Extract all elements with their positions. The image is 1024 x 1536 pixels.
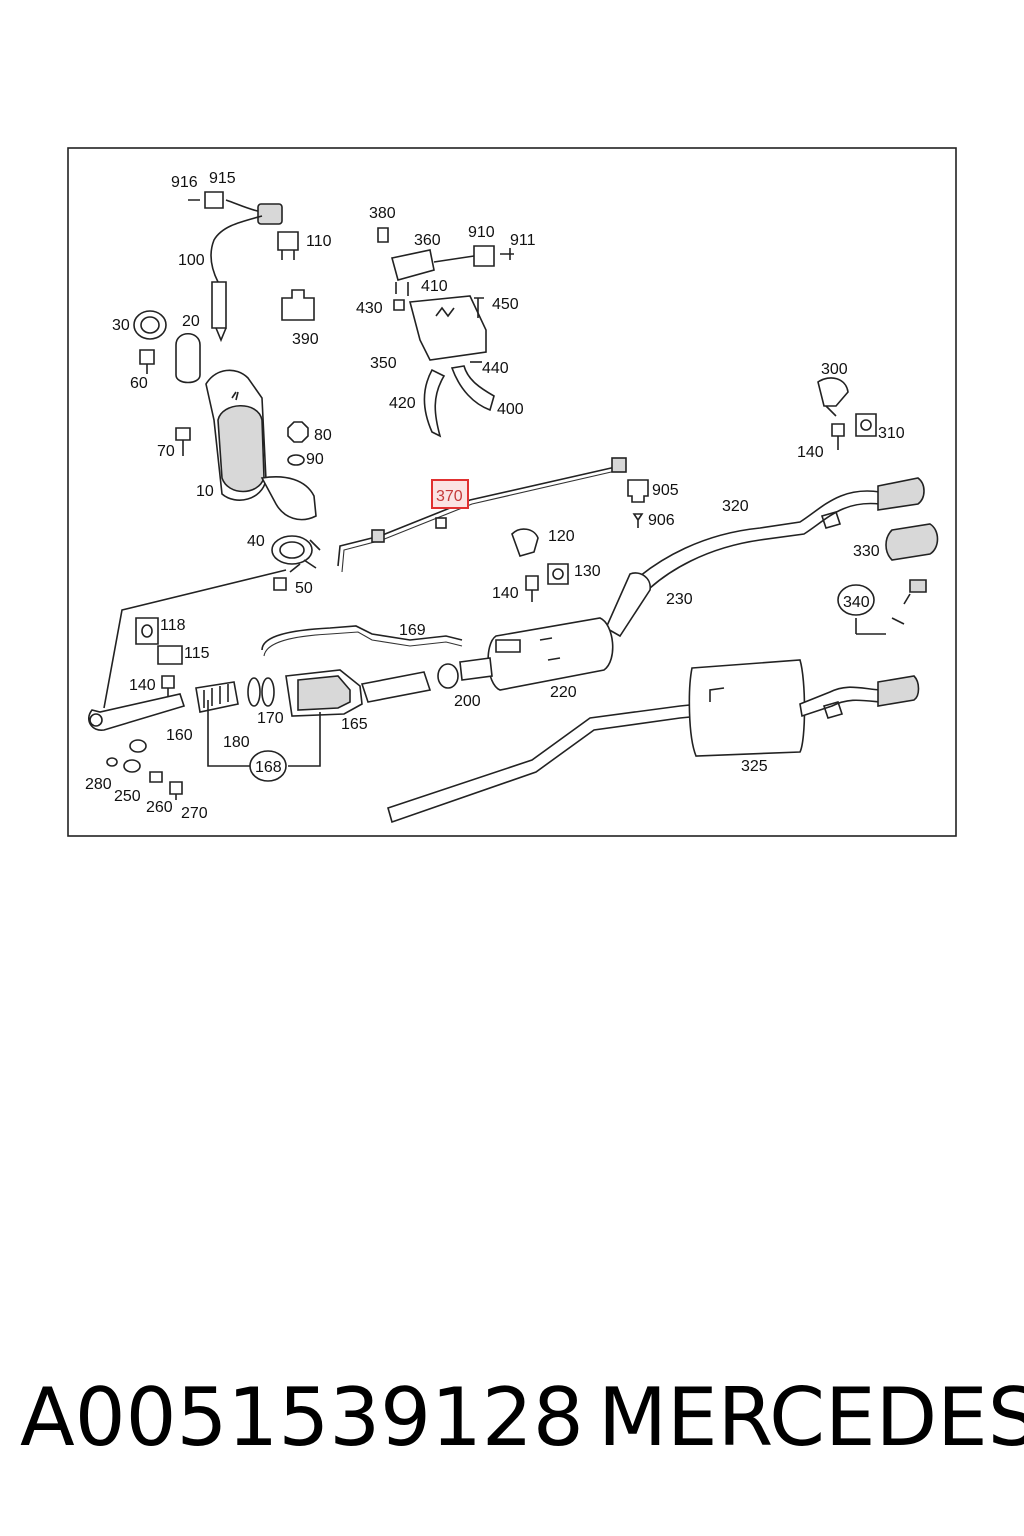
rear-hanger-parts (817, 377, 877, 450)
callout-140-center: 140 (492, 585, 519, 602)
callout-120: 120 (548, 528, 575, 545)
exhaust-parts-diagram: 916 915 110 100 30 20 60 390 70 80 90 10… (67, 147, 957, 837)
callout-80: 80 (314, 427, 332, 444)
pipe-clamp-40-part (271, 535, 321, 591)
callout-340: 340 (843, 594, 870, 611)
footer-caption: A0051539128 MERCEDES (0, 1370, 1024, 1470)
callout-350: 350 (370, 355, 397, 372)
callout-270: 270 (181, 805, 208, 822)
callout-115: 115 (184, 645, 210, 662)
callout-450: 450 (492, 296, 519, 313)
callout-20: 20 (182, 313, 200, 330)
callout-160: 160 (166, 727, 193, 744)
kit-168-bracket (207, 700, 321, 767)
callout-165: 165 (341, 716, 368, 733)
pipe-169-part (261, 625, 463, 651)
highlight-box-370 (431, 479, 469, 509)
callout-400: 400 (497, 401, 524, 418)
pressure-line-370-part (337, 457, 627, 573)
small-hardware-parts (106, 739, 183, 800)
callout-420: 420 (389, 395, 416, 412)
callout-370: 370 (436, 488, 463, 505)
leader-line (103, 569, 287, 709)
callout-140-rear: 140 (797, 444, 824, 461)
callout-300: 300 (821, 361, 848, 378)
front-hanger-118-part (135, 617, 183, 702)
diesel-particulate-filter-part (175, 369, 317, 521)
callout-130: 130 (574, 563, 601, 580)
callout-310: 310 (878, 425, 905, 442)
callout-320: 320 (722, 498, 749, 515)
exhaust-tip-330-part (885, 523, 939, 561)
callout-200: 200 (454, 693, 481, 710)
callout-916: 916 (171, 174, 198, 191)
tailpipe-320-part (638, 477, 925, 590)
callout-410: 410 (421, 278, 448, 295)
callout-430: 430 (356, 300, 383, 317)
part-number: A0051539128 (20, 1371, 584, 1464)
callout-60: 60 (130, 375, 148, 392)
mounting-bracket-assembly (377, 227, 514, 438)
callout-168-circle (249, 750, 287, 782)
connector-905-part (627, 479, 649, 503)
callout-905: 905 (652, 482, 679, 499)
callout-90: 90 (306, 451, 324, 468)
callout-325: 325 (741, 758, 768, 775)
lambda-sensor-part (188, 191, 299, 343)
callout-330: 330 (853, 543, 880, 560)
callout-30: 30 (112, 317, 130, 334)
front-converter-165-part (195, 669, 432, 717)
callout-labels: 916 915 110 100 30 20 60 390 70 80 90 10… (85, 170, 905, 822)
callout-910: 910 (468, 224, 495, 241)
callout-50: 50 (295, 580, 313, 597)
center-hanger-parts (511, 528, 569, 602)
callout-70: 70 (157, 443, 175, 460)
callout-118: 118 (160, 617, 186, 634)
callout-220: 220 (550, 684, 577, 701)
callout-169: 169 (399, 622, 426, 639)
callout-390: 390 (292, 331, 319, 348)
callout-180: 180 (223, 734, 250, 751)
callout-906: 906 (648, 512, 675, 529)
callout-440: 440 (482, 360, 509, 377)
callout-110: 110 (306, 233, 332, 250)
callout-40: 40 (247, 533, 265, 550)
callout-280: 280 (85, 776, 112, 793)
callout-250: 250 (114, 788, 141, 805)
support-arm-160-part (88, 693, 186, 731)
callout-140-front: 140 (129, 677, 156, 694)
center-muffler-220-part (437, 572, 651, 691)
callout-230: 230 (666, 591, 693, 608)
sensor-340-part (837, 579, 927, 635)
brand-name: MERCEDES (598, 1371, 1024, 1464)
callout-168: 168 (255, 759, 282, 776)
callout-915: 915 (209, 170, 236, 187)
callout-10: 10 (196, 483, 214, 500)
diagram-frame (67, 147, 957, 837)
rear-muffler-325-part (387, 659, 920, 824)
callout-380: 380 (369, 205, 396, 222)
turbo-flange-parts (133, 310, 201, 384)
callout-100: 100 (178, 252, 205, 269)
callout-260: 260 (146, 799, 173, 816)
callout-911: 911 (510, 232, 536, 249)
callout-360: 360 (414, 232, 441, 249)
callout-170: 170 (257, 710, 284, 727)
clip-390-part (281, 289, 315, 321)
